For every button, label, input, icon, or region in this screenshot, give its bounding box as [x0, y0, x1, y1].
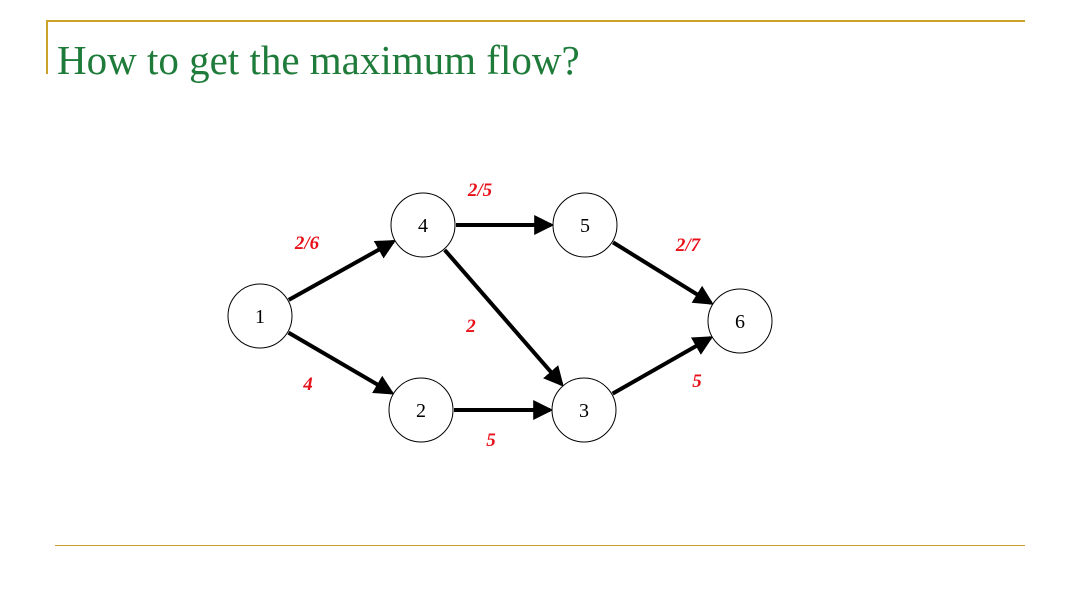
node-label-2: 2 — [416, 400, 426, 422]
node-5: 5 — [552, 192, 618, 258]
node-circle-6 — [707, 288, 773, 354]
node-circle-3 — [551, 377, 617, 443]
node-circle-1 — [227, 283, 293, 349]
edge-1-2 — [287, 330, 395, 395]
node-6: 6 — [707, 288, 773, 354]
node-2: 2 — [388, 377, 454, 443]
edges-layer — [287, 215, 714, 420]
edge-label-1-4: 2/6 — [294, 233, 320, 254]
edge-3-6 — [611, 336, 714, 396]
node-circle-4 — [390, 192, 456, 258]
node-circle-5 — [552, 192, 618, 258]
node-label-5: 5 — [580, 215, 590, 237]
edge-label-4-3: 2 — [465, 316, 476, 337]
node-label-1: 1 — [255, 306, 265, 328]
left-rule — [46, 20, 48, 74]
nodes-layer: 1 2 3 4 5 6 — [227, 192, 773, 443]
edge-4-3 — [443, 248, 564, 387]
edge-label-1-2: 4 — [302, 374, 313, 395]
node-label-3: 3 — [579, 400, 589, 422]
node-label-6: 6 — [735, 311, 745, 333]
edge-label-3-6: 5 — [692, 371, 702, 392]
edge-labels-layer: 2/6 4 2/5 2 5 2/7 5 — [294, 180, 702, 451]
edge-1-4 — [287, 239, 397, 302]
node-1: 1 — [227, 283, 293, 349]
bottom-rule — [55, 545, 1025, 546]
edge-5-6 — [612, 240, 714, 305]
slide-title: How to get the maximum flow? — [57, 37, 580, 83]
edge-label-2-3: 5 — [486, 430, 496, 451]
edge-label-5-6: 2/7 — [675, 235, 702, 256]
edge-label-4-5: 2/5 — [467, 180, 493, 201]
node-circle-2 — [388, 377, 454, 443]
node-4: 4 — [390, 192, 456, 258]
node-label-4: 4 — [418, 215, 428, 237]
top-rule — [46, 20, 1025, 22]
node-3: 3 — [551, 377, 617, 443]
